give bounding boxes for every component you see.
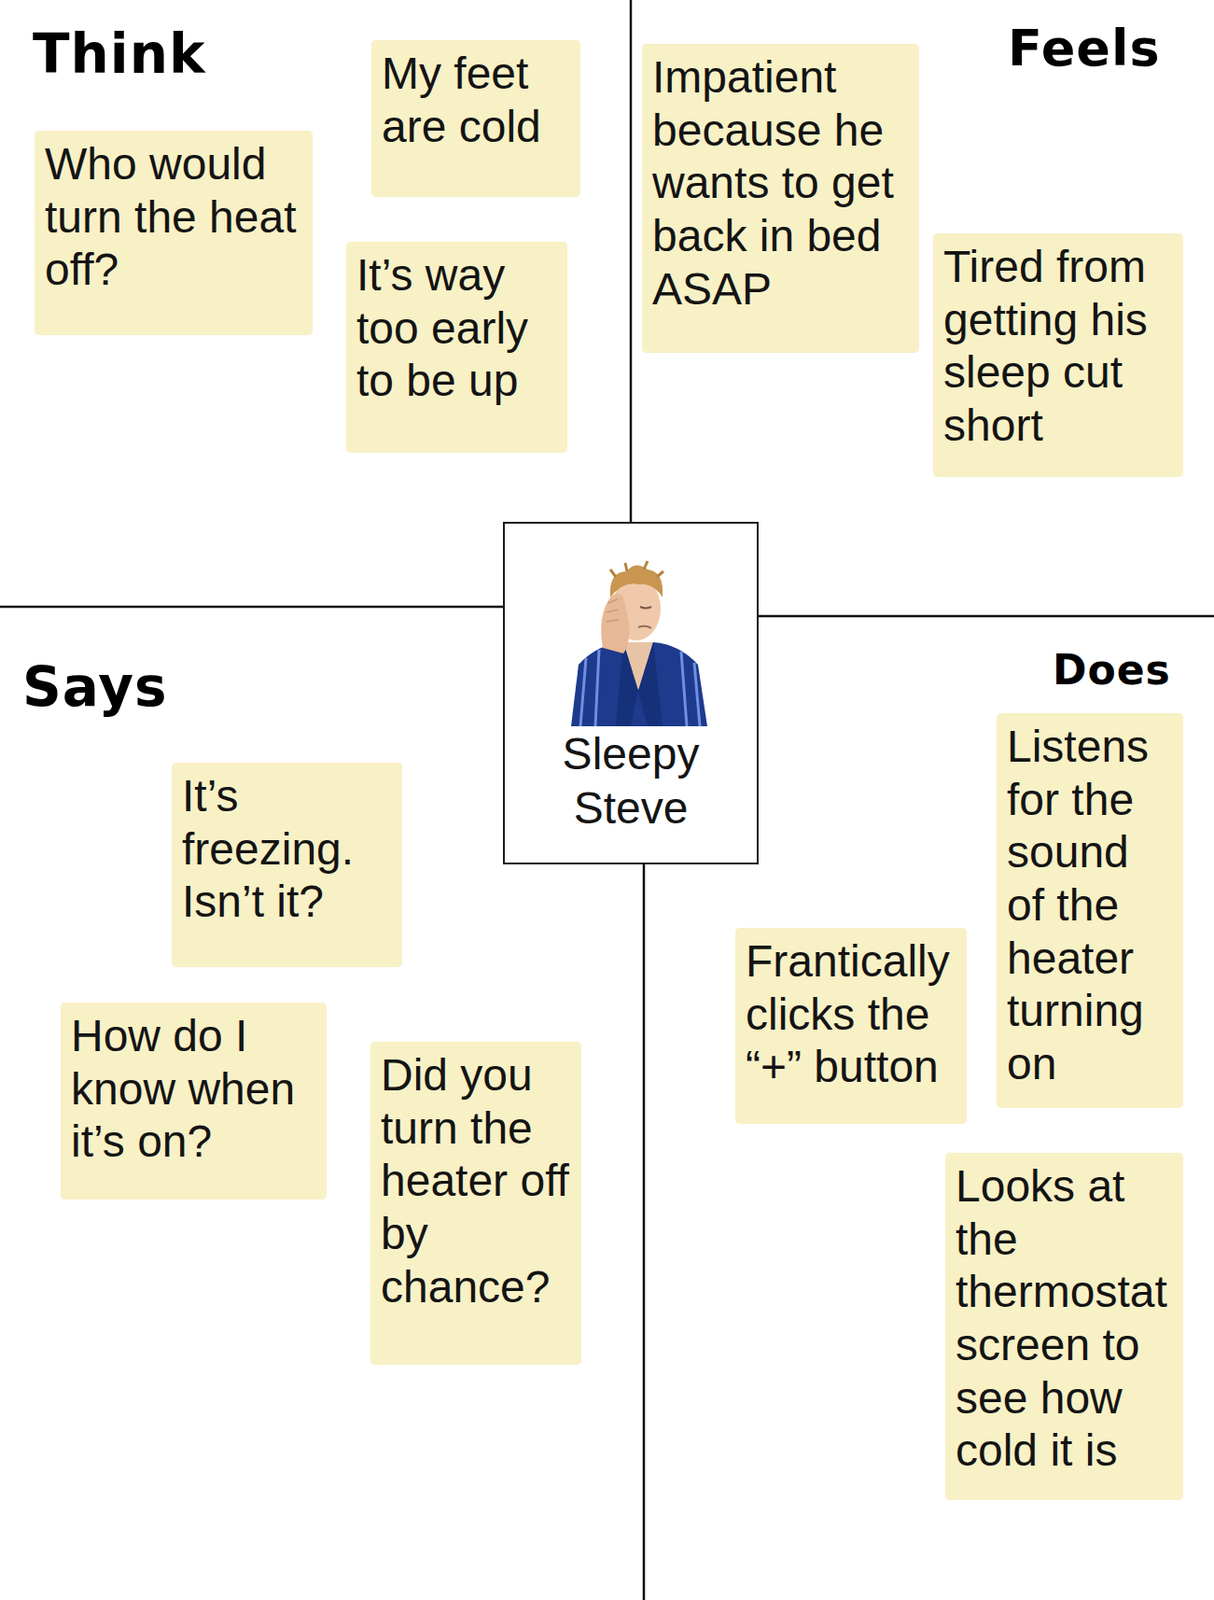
note-text: My feet are cold xyxy=(381,47,573,154)
sticky-note: How do I know when it’s on? xyxy=(60,1002,327,1200)
note-text: Listens for the sound of the heater turn… xyxy=(1006,720,1176,1090)
sticky-note: Listens for the sound of the heater turn… xyxy=(996,712,1184,1108)
note-text: How do I know when it’s on? xyxy=(70,1009,320,1169)
persona-box: Sleepy Steve xyxy=(502,521,759,865)
quadrant-label: Does xyxy=(1052,645,1172,694)
quadrant-label: Says xyxy=(22,655,168,719)
sticky-note: My feet are cold xyxy=(371,40,581,197)
sticky-note: It’s way too early to be up xyxy=(346,241,568,453)
note-text: Impatient because he wants to get back i… xyxy=(652,51,912,316)
sticky-note: It’s freezing. Isn’t it? xyxy=(171,762,403,967)
divider-line xyxy=(758,614,1214,618)
divider-line xyxy=(642,864,646,1600)
note-text: Did you turn the heater off by chance? xyxy=(380,1048,574,1313)
sticky-note: Looks at the thermostat screen to see ho… xyxy=(945,1152,1184,1500)
sticky-note: Who would turn the heat off? xyxy=(34,130,313,335)
divider-line xyxy=(0,605,503,609)
persona-photo xyxy=(559,559,714,726)
sticky-note: Frantically clicks the “+” button xyxy=(735,927,967,1124)
note-text: Frantically clicks the “+” button xyxy=(745,934,960,1094)
quadrant-label: Feels xyxy=(1007,18,1161,78)
note-text: Looks at the thermostat screen to see ho… xyxy=(955,1159,1176,1478)
note-text: It’s way too early to be up xyxy=(356,249,560,408)
divider-line xyxy=(629,0,633,522)
persona-name: Sleepy Steve xyxy=(510,726,752,835)
note-text: Tired from getting his sleep cut short xyxy=(943,240,1176,453)
note-text: It’s freezing. Isn’t it? xyxy=(181,769,395,929)
sticky-note: Did you turn the heater off by chance? xyxy=(370,1041,582,1365)
note-text: Who would turn the heat off? xyxy=(44,138,306,297)
sticky-note: Impatient because he wants to get back i… xyxy=(641,43,920,353)
quadrant-label: Think xyxy=(32,22,207,86)
sticky-note: Tired from getting his sleep cut short xyxy=(933,233,1184,477)
